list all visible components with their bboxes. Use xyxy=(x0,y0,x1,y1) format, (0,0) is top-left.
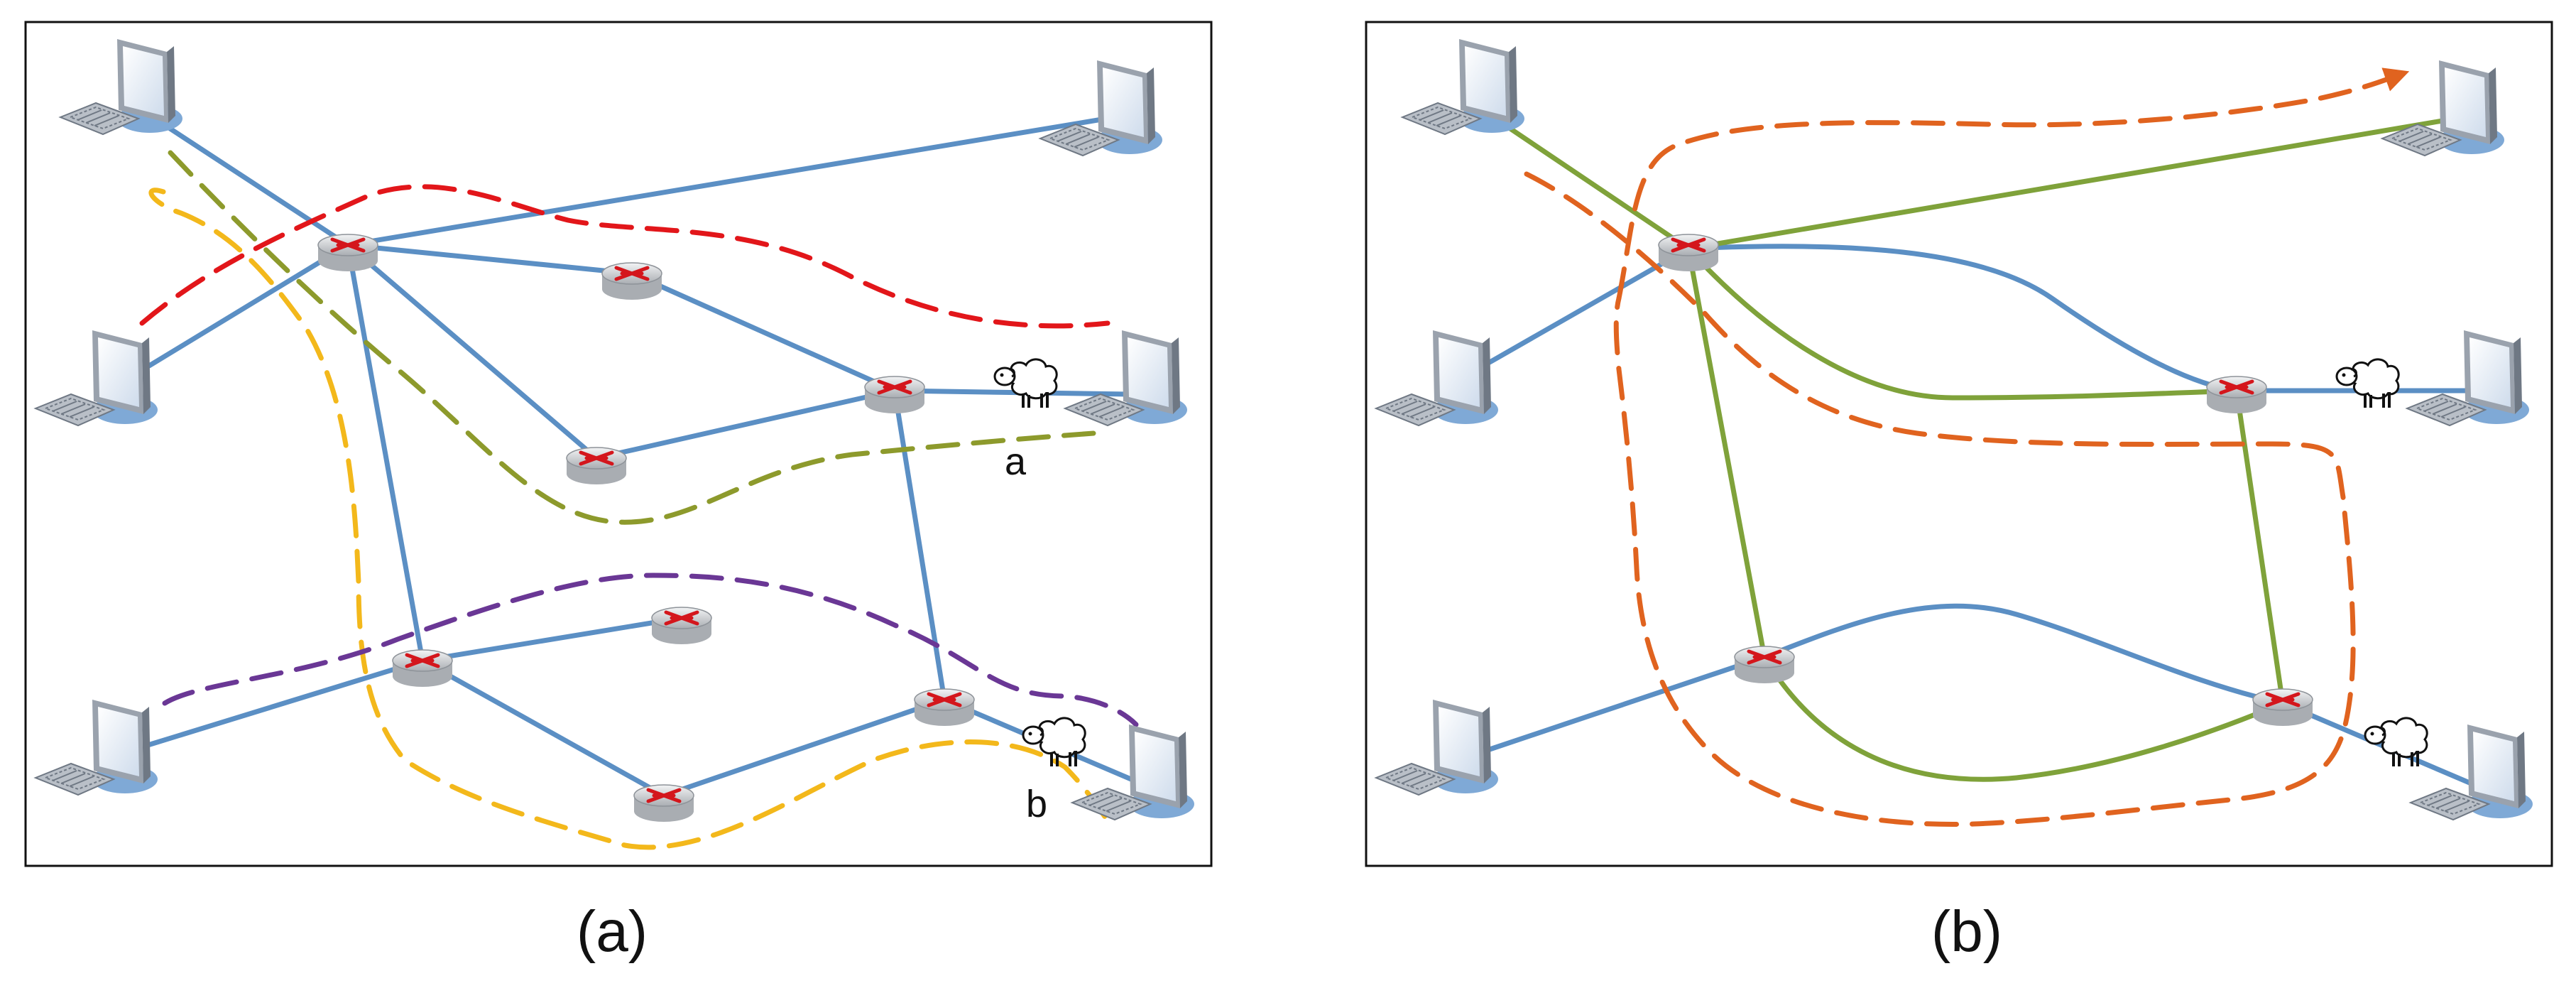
panel-b-links-blue xyxy=(1487,244,2477,788)
panel-b-flows xyxy=(1524,67,2410,827)
router-icon xyxy=(915,689,974,726)
flow-olive xyxy=(168,150,1096,525)
router-icon xyxy=(1659,234,1718,271)
router-icon xyxy=(634,785,694,822)
flow-orange-loop xyxy=(1524,171,2356,827)
router-icon xyxy=(393,650,452,687)
router-icon xyxy=(865,376,924,413)
label-b: b xyxy=(1026,783,1047,825)
router-icon xyxy=(602,263,662,300)
panel-b xyxy=(1365,21,2553,867)
flow-yellow xyxy=(148,188,1110,850)
flow-red xyxy=(139,184,1110,329)
router-icon xyxy=(318,234,378,271)
caption-b: (b) xyxy=(1931,899,2003,964)
panel-a: a b xyxy=(24,21,1213,867)
flow-orange-top xyxy=(1616,67,2410,301)
router-icon xyxy=(2253,689,2313,726)
panel-b-links-green xyxy=(1501,118,2445,782)
caption-a: (a) xyxy=(576,899,648,964)
label-a: a xyxy=(1005,440,1027,483)
panel-a-flows xyxy=(139,150,1139,850)
router-icon xyxy=(652,607,711,644)
flow-purple xyxy=(162,573,1139,727)
panel-a-links xyxy=(143,114,1139,798)
router-icon xyxy=(567,447,626,484)
router-icon xyxy=(1735,646,1794,683)
router-icon xyxy=(2207,376,2266,413)
